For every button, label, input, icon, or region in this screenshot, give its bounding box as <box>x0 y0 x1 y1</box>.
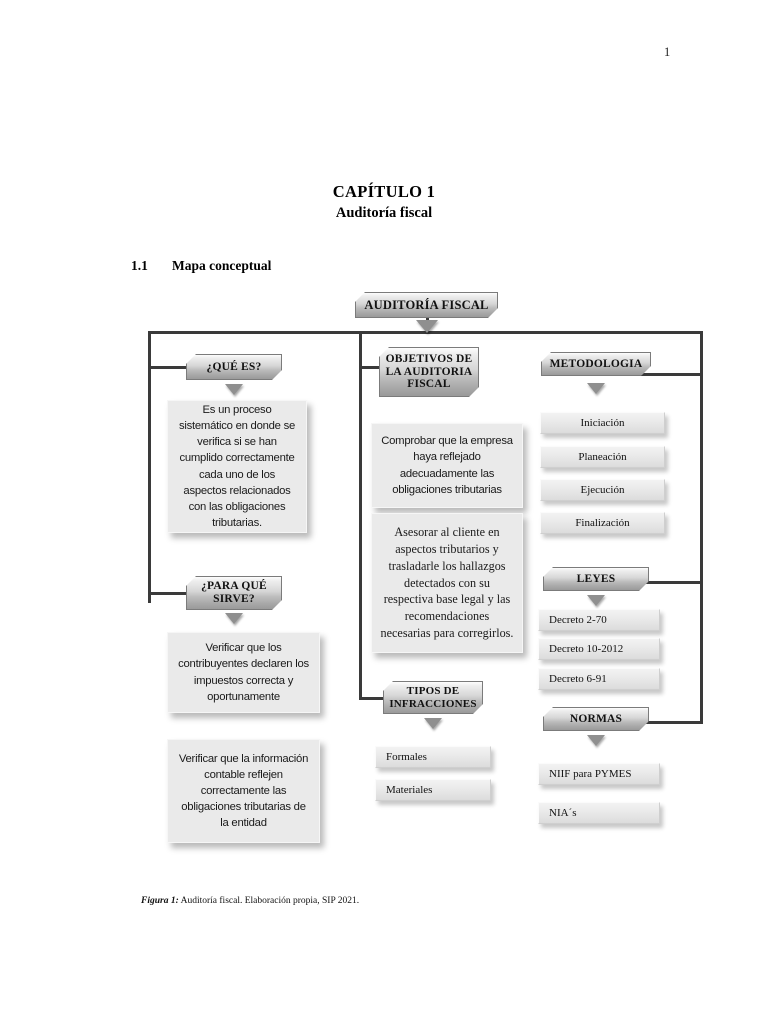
arrow-que-es-down-icon <box>225 384 243 395</box>
panel-para-que-sirve-body-1: Verificar que los contribuyentes declare… <box>167 632 320 713</box>
node-que-es[interactable]: ¿QUÉ ES? <box>186 354 282 380</box>
connector-center-spine <box>359 331 362 700</box>
section-heading: 1.1 Mapa conceptual <box>131 258 271 274</box>
item-metodologia-ejecucion[interactable]: Ejecución <box>540 479 665 501</box>
node-que-es-label: ¿QUÉ ES? <box>206 360 262 373</box>
item-ley-decreto-10-2012[interactable]: Decreto 10-2012 <box>538 638 660 660</box>
item-norma-niif-pymes-label: NIIF para PYMES <box>549 767 632 780</box>
item-ley-decreto-6-91-label: Decreto 6-91 <box>549 672 607 685</box>
node-leyes-label: LEYES <box>576 572 616 585</box>
node-tipos-infracciones-label: TIPOS DE INFRACCIONES <box>389 685 477 710</box>
panel-que-es-body: Es un proceso sistemático en donde se ve… <box>167 400 307 533</box>
arrow-metodologia-down-icon <box>587 383 605 394</box>
connector-stub-normas <box>641 721 703 724</box>
node-tipos-infracciones[interactable]: TIPOS DE INFRACCIONES <box>383 681 483 714</box>
arrow-leyes-down-icon <box>587 595 605 606</box>
arrow-root-down-icon <box>416 320 438 333</box>
item-infraccion-materiales-label: Materiales <box>386 783 433 796</box>
section-label: Mapa conceptual <box>172 258 272 273</box>
item-ley-decreto-6-91[interactable]: Decreto 6-91 <box>538 668 660 690</box>
panel-objetivos-text-2: Asesorar al cliente en aspectos tributar… <box>380 525 514 641</box>
item-infraccion-formales-label: Formales <box>386 750 427 763</box>
connector-stub-para-que-sirve <box>148 592 190 595</box>
arrow-tipos-infracciones-down-icon <box>424 718 442 729</box>
item-norma-nias-label: NIA´s <box>549 806 577 819</box>
item-metodologia-iniciacion[interactable]: Iniciación <box>540 412 665 434</box>
panel-objetivos-body-1: Comprobar que la empresa haya reflejado … <box>371 423 523 508</box>
panel-objetivos-body-2: Asesorar al cliente en aspectos tributar… <box>371 513 523 653</box>
node-objetivos[interactable]: OBJETIVOS DE LA AUDITORIA FISCAL <box>379 347 479 397</box>
chapter-title: CAPÍTULO 1 <box>332 182 436 201</box>
item-norma-niif-pymes[interactable]: NIIF para PYMES <box>538 763 660 785</box>
node-auditoria-fiscal-label: AUDITORÍA FISCAL <box>364 298 489 312</box>
page-number: 1 <box>664 45 671 59</box>
item-metodologia-planeacion[interactable]: Planeación <box>540 446 665 468</box>
item-metodologia-iniciacion-label: Iniciación <box>580 416 625 429</box>
chapter-subtitle: Auditoría fiscal <box>335 205 433 221</box>
arrow-para-que-sirve-down-icon <box>225 613 243 624</box>
figure-caption: Figura 1: Auditoría fiscal. Elaboración … <box>141 896 359 906</box>
item-metodologia-planeacion-label: Planeación <box>578 450 627 463</box>
connector-left-spine <box>148 331 151 603</box>
node-metodologia-label: METODOLOGIA <box>549 357 643 370</box>
connector-stub-tipos-infracciones <box>359 697 387 700</box>
panel-para-que-sirve-text-1: Verificar que los contribuyentes declare… <box>178 642 309 703</box>
panel-que-es-text: Es un proceso sistemático en donde se ve… <box>178 404 296 529</box>
item-metodologia-ejecucion-label: Ejecución <box>580 483 625 496</box>
item-metodologia-finalizacion[interactable]: Finalización <box>540 512 665 534</box>
panel-para-que-sirve-body-2: Verificar que la información contable re… <box>167 739 320 843</box>
panel-para-que-sirve-text-2: Verificar que la información contable re… <box>178 752 309 830</box>
connector-right-spine <box>700 331 703 724</box>
figure-caption-number: Figura 1: <box>141 896 179 906</box>
section-number: 1.1 <box>131 258 148 273</box>
node-objetivos-label: OBJETIVOS DE LA AUDITORIA FISCAL <box>385 352 473 391</box>
node-leyes[interactable]: LEYES <box>543 567 649 591</box>
item-norma-nias[interactable]: NIA´s <box>538 802 660 824</box>
item-ley-decreto-2-70-label: Decreto 2-70 <box>549 613 607 626</box>
connector-stub-leyes <box>641 581 703 584</box>
panel-objetivos-text-1: Comprobar que la empresa haya reflejado … <box>381 435 513 496</box>
connector-stub-metodologia <box>592 373 703 376</box>
item-ley-decreto-2-70[interactable]: Decreto 2-70 <box>538 609 660 631</box>
figure-caption-text: Auditoría fiscal. Elaboración propia, SI… <box>178 896 360 906</box>
node-para-que-sirve-label: ¿PARA QUÉ SIRVE? <box>201 580 267 605</box>
arrow-normas-down-icon <box>587 735 605 746</box>
item-infraccion-materiales[interactable]: Materiales <box>375 779 491 801</box>
connector-stub-objetivos <box>359 366 383 369</box>
item-metodologia-finalizacion-label: Finalización <box>575 516 630 529</box>
node-metodologia[interactable]: METODOLOGIA <box>541 352 651 376</box>
item-infraccion-formales[interactable]: Formales <box>375 746 491 768</box>
item-ley-decreto-10-2012-label: Decreto 10-2012 <box>549 642 624 655</box>
node-normas[interactable]: NORMAS <box>543 707 649 731</box>
node-para-que-sirve[interactable]: ¿PARA QUÉ SIRVE? <box>186 576 282 610</box>
node-normas-label: NORMAS <box>569 712 623 725</box>
connector-stub-que-es <box>148 366 190 369</box>
node-auditoria-fiscal[interactable]: AUDITORÍA FISCAL <box>355 292 498 318</box>
